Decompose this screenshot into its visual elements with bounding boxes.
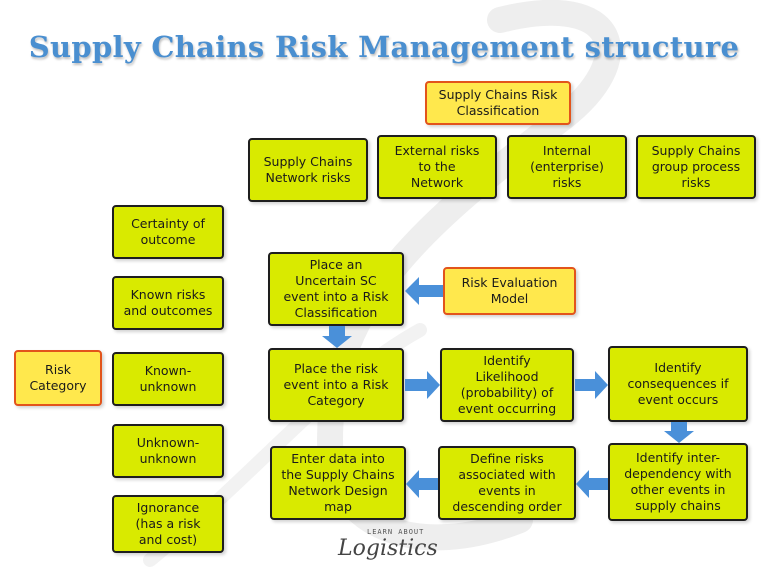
identify-consequences-box: Identify consequences if event occurs — [608, 346, 748, 422]
classification-item-label: Supply Chains group process risks — [651, 143, 741, 190]
risk-evaluation-model-label: Risk Evaluation Model — [461, 275, 558, 306]
identify-likelihood-box: Identify Likelihood (probability) of eve… — [440, 348, 574, 422]
risk-category-item-label: Certainty of outcome — [131, 216, 205, 247]
classification-header-box: Supply Chains Risk Classification — [425, 81, 571, 125]
identify-consequences-label: Identify consequences if event occurs — [627, 360, 729, 407]
arrow-right-icon — [575, 371, 608, 399]
arrow-down-icon — [664, 422, 694, 443]
classification-item-group-process-risks: Supply Chains group process risks — [636, 135, 756, 199]
risk-category-item-label: Unknown- unknown — [136, 435, 200, 466]
risk-category-item-label: Known- unknown — [139, 363, 197, 394]
classification-item-label: Supply Chains Network risks — [263, 154, 353, 185]
classification-header-label: Supply Chains Risk Classification — [438, 87, 558, 118]
place-risk-box: Place the risk event into a Risk Categor… — [268, 348, 404, 422]
enter-data-box: Enter data into the Supply Chains Networ… — [270, 446, 406, 520]
identify-interdependency-box: Identify inter- dependency with other ev… — [608, 443, 748, 521]
page-title: Supply Chains Risk Management structure — [28, 30, 740, 64]
identify-likelihood-label: Identify Likelihood (probability) of eve… — [457, 353, 557, 416]
logo-main-text: Logistics — [338, 536, 438, 561]
risk-evaluation-model-box: Risk Evaluation Model — [443, 267, 576, 315]
classification-item-internal-risks: Internal (enterprise) risks — [507, 135, 627, 199]
risk-category-box: Risk Category — [14, 350, 102, 406]
risk-category-item-unknown-unknown: Unknown- unknown — [112, 424, 224, 478]
learn-about-logistics-logo: LEARN ABOUT Logistics — [330, 528, 440, 568]
classification-item-network-risks: Supply Chains Network risks — [248, 138, 368, 202]
risk-category-item-ignorance: Ignorance (has a risk and cost) — [112, 495, 224, 553]
arrow-left-icon — [406, 470, 438, 498]
arrow-right-icon — [405, 371, 440, 399]
identify-interdependency-label: Identify inter- dependency with other ev… — [624, 450, 732, 513]
classification-item-label: External risks to the Network — [394, 143, 480, 190]
place-risk-label: Place the risk event into a Risk Categor… — [283, 361, 389, 408]
classification-item-external-risks: External risks to the Network — [377, 135, 497, 199]
arrow-left-icon — [576, 470, 608, 498]
risk-category-item-known-risks: Known risks and outcomes — [112, 276, 224, 330]
risk-category-item-label: Ignorance (has a risk and cost) — [135, 500, 201, 547]
risk-category-label: Risk Category — [29, 362, 87, 393]
define-risks-label: Define risks associated with events in d… — [452, 451, 562, 514]
enter-data-label: Enter data into the Supply Chains Networ… — [281, 451, 395, 514]
place-event-box: Place an Uncertain SC event into a Risk … — [268, 252, 404, 326]
arrow-left-icon — [405, 277, 443, 305]
arrow-down-icon — [322, 326, 352, 348]
place-event-label: Place an Uncertain SC event into a Risk … — [283, 257, 389, 320]
risk-category-item-known-unknown: Known- unknown — [112, 352, 224, 406]
classification-item-label: Internal (enterprise) risks — [530, 143, 604, 190]
risk-category-item-certainty: Certainty of outcome — [112, 205, 224, 259]
logo-top-text: LEARN ABOUT — [367, 528, 425, 536]
risk-category-item-label: Known risks and outcomes — [123, 287, 213, 318]
define-risks-box: Define risks associated with events in d… — [438, 446, 576, 520]
